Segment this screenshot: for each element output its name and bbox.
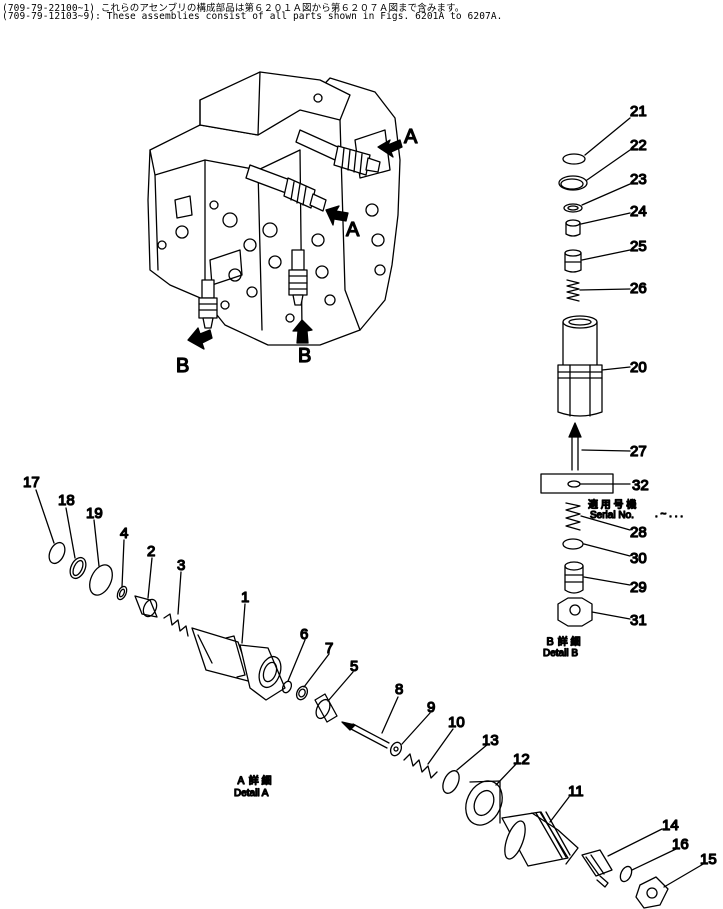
part-label-27: 27 bbox=[630, 443, 647, 460]
header-english: (709-79-12103~9): These assemblies consi… bbox=[2, 11, 503, 22]
view-label-b-left: B bbox=[176, 355, 189, 377]
part-17-oring bbox=[48, 541, 66, 565]
part-19-oring bbox=[89, 564, 113, 596]
arrow-a-mid bbox=[325, 205, 349, 226]
part-label-6: 6 bbox=[300, 626, 308, 643]
view-label-b-right: B bbox=[298, 345, 311, 367]
part-label-20: 20 bbox=[630, 359, 647, 376]
part-label-1: 1 bbox=[241, 589, 249, 606]
valve-block-drawing bbox=[147, 71, 401, 346]
part-label-28: 28 bbox=[630, 524, 647, 541]
part-32-oring bbox=[567, 480, 581, 488]
part-3-spring bbox=[163, 613, 189, 637]
serial-dots: . ~ . . . bbox=[655, 509, 683, 520]
detail-a-jp: Ａ 詳 細 bbox=[236, 774, 272, 787]
part-5-plug bbox=[314, 693, 338, 723]
part-16-oring bbox=[619, 865, 633, 883]
part-label-10: 10 bbox=[448, 714, 465, 731]
part-23-ring bbox=[563, 203, 583, 213]
part-label-31: 31 bbox=[630, 612, 647, 629]
part-12-nut bbox=[465, 780, 503, 826]
serial-label-jp: 適 用 号 機 bbox=[588, 498, 636, 511]
part-label-12: 12 bbox=[513, 751, 530, 768]
part-label-11: 11 bbox=[568, 783, 584, 800]
view-label-a-mid: A bbox=[346, 219, 360, 241]
part-1-main-body bbox=[191, 627, 286, 701]
part-8-needle bbox=[341, 721, 390, 749]
part-26-spring bbox=[566, 279, 580, 302]
part-label-16: 16 bbox=[672, 836, 689, 853]
part-6-oring bbox=[281, 680, 293, 694]
part-label-8: 8 bbox=[395, 681, 403, 698]
part-label-29: 29 bbox=[630, 579, 647, 596]
part-15-nut bbox=[635, 876, 669, 909]
part-11-sleeve bbox=[501, 811, 579, 867]
part-20-body bbox=[557, 315, 603, 417]
part-label-24: 24 bbox=[630, 203, 647, 220]
arrow-b-left bbox=[187, 327, 213, 350]
part-10-spring bbox=[403, 753, 438, 779]
arrow-a-top bbox=[377, 139, 403, 158]
part-label-14: 14 bbox=[662, 817, 679, 834]
part-29-seat bbox=[564, 561, 584, 594]
part-9-seat bbox=[389, 741, 403, 757]
part-label-7: 7 bbox=[325, 640, 333, 657]
part-label-25: 25 bbox=[630, 238, 647, 255]
part-22-oring bbox=[558, 175, 588, 191]
part-25-poppet bbox=[564, 249, 582, 273]
part-27-pin bbox=[568, 422, 582, 471]
part-label-32: 32 bbox=[632, 477, 649, 494]
part-label-21: 21 bbox=[630, 103, 647, 120]
part-31-nut bbox=[557, 597, 593, 627]
detail-a-en: Detail A bbox=[234, 788, 269, 799]
part-label-26: 26 bbox=[630, 280, 647, 297]
part-label-30: 30 bbox=[630, 550, 647, 567]
serial-label-en: Serial No. bbox=[590, 510, 634, 521]
part-18-oring bbox=[69, 556, 87, 580]
part-14-adjuster bbox=[581, 849, 613, 888]
part-label-2: 2 bbox=[147, 543, 155, 560]
part-label-15: 15 bbox=[700, 851, 717, 868]
leader-lines-detail-a bbox=[35, 489, 706, 888]
part-label-9: 9 bbox=[427, 699, 435, 716]
part-2-piston bbox=[134, 595, 158, 618]
part-30-oring bbox=[562, 538, 584, 550]
part-7-oring bbox=[295, 685, 309, 701]
part-21-oring bbox=[562, 153, 586, 165]
part-label-5: 5 bbox=[350, 658, 358, 675]
part-4-ring bbox=[116, 585, 128, 601]
part-label-19: 19 bbox=[86, 505, 103, 522]
part-24-cap bbox=[565, 219, 581, 237]
part-label-18: 18 bbox=[58, 492, 75, 509]
header-japanese: (709-79-22100~1) これらのアセンブリの構成部品は第６２０１Ａ図か… bbox=[2, 3, 465, 14]
part-28-spring bbox=[565, 502, 581, 531]
part-label-17: 17 bbox=[23, 474, 40, 491]
leader-lines-detail-b bbox=[579, 117, 631, 620]
detail-b-jp: Ｂ 詳 細 bbox=[545, 635, 581, 648]
view-label-a-top: A bbox=[404, 126, 418, 148]
part-label-4: 4 bbox=[120, 525, 128, 542]
part-label-22: 22 bbox=[630, 137, 647, 154]
arrow-b-right bbox=[292, 319, 313, 344]
part-13-oring bbox=[442, 770, 460, 794]
part-number-labels: 21 22 23 24 25 26 20 27 32 28 30 29 31 1… bbox=[22, 102, 717, 868]
detail-b-en: Detail B bbox=[543, 648, 578, 659]
part-label-23: 23 bbox=[630, 171, 647, 188]
part-label-13: 13 bbox=[482, 732, 499, 749]
part-label-3: 3 bbox=[177, 557, 185, 574]
